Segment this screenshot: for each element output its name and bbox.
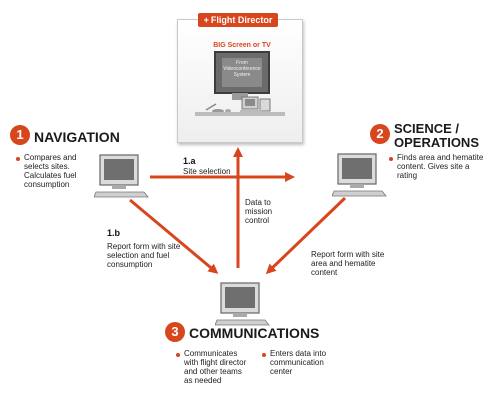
big-screen-label: BIG Screen or TV	[213, 42, 271, 49]
flight-director-tab: +Flight Director	[198, 13, 278, 27]
science-title-line1: SCIENCE /	[394, 121, 460, 136]
tv-monitor: From Videoconference System	[214, 51, 270, 94]
navigation-computer-icon	[94, 154, 149, 198]
communications-computer-icon	[215, 282, 270, 326]
navigation-description: Compares and selects sites. Calculates f…	[24, 153, 77, 189]
report-science-label: Report form with site area and hematite …	[311, 250, 385, 277]
desk-items-icon	[205, 96, 271, 113]
science-title: SCIENCE / OPERATIONS	[394, 122, 479, 150]
tv-stand	[232, 93, 248, 100]
step-1b-label: 1.b	[107, 228, 121, 238]
arrow-nav-to-comms	[129, 198, 219, 274]
communications-number-badge: 3	[165, 322, 185, 342]
navigation-number-badge: 1	[10, 125, 30, 145]
desk-surface	[195, 112, 285, 116]
bullet-dot	[262, 353, 266, 357]
bullet-dot	[176, 353, 180, 357]
site-selection-label: Site selection	[183, 167, 231, 176]
tv-screen-text: From Videoconference System	[222, 58, 262, 87]
communications-description-2: Enters data into communication center	[270, 349, 327, 376]
science-description: Finds area and hematite content. Gives s…	[397, 153, 484, 180]
communications-description-1: Communicates with flight director and ot…	[184, 349, 247, 385]
bullet-dot	[389, 157, 393, 161]
flight-director-label: Flight Director	[210, 15, 273, 25]
communications-title: COMMUNICATIONS	[189, 325, 320, 341]
science-title-line2: OPERATIONS	[394, 135, 479, 150]
navigation-title: NAVIGATION	[34, 129, 120, 145]
report-nav-label: Report form with site selection and fuel…	[107, 242, 181, 269]
arrow-science-to-comms	[265, 196, 347, 275]
data-to-mission-label: Data to mission control	[245, 198, 273, 225]
science-number-badge: 2	[370, 124, 390, 144]
science-computer-icon	[332, 153, 387, 197]
step-1a-label: 1.a	[183, 156, 196, 166]
bullet-dot	[16, 157, 20, 161]
